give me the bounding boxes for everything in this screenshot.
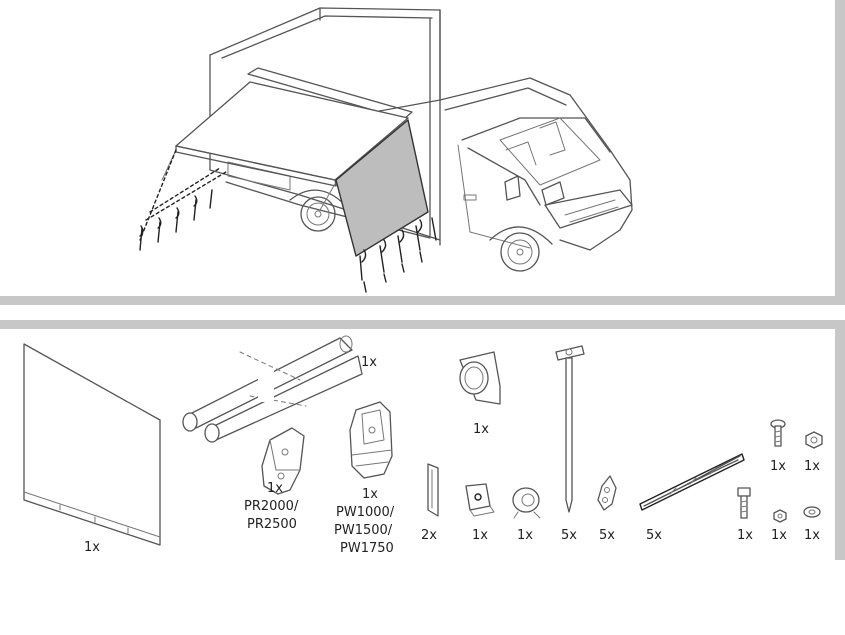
label-tensioner: 5x	[599, 528, 615, 543]
frame-parts-top	[0, 320, 845, 329]
label-peg: 5x	[561, 528, 577, 543]
part-nut-small: 1x	[771, 509, 787, 543]
part-poles: 1x	[182, 335, 377, 443]
frame-top-bottom	[0, 296, 845, 305]
guy-lines	[139, 149, 227, 251]
label-clamp: 1x	[473, 422, 489, 437]
label-bracket-pw-model-a: PW1000/	[336, 505, 395, 520]
label-bracket-pr-model-a: PR2000/	[244, 499, 299, 514]
part-strip: 2x	[421, 463, 439, 543]
part-round-knob: 1x	[512, 487, 541, 543]
part-wall-panel: 1x	[23, 343, 161, 555]
label-nut-small: 1x	[771, 528, 787, 543]
frame-top-right	[835, 0, 845, 305]
label-bracket-pw-model-c: PW1750	[340, 541, 394, 556]
label-wall-panel: 1x	[84, 540, 100, 555]
part-washer: 1x	[803, 506, 821, 543]
part-clamp: 1x	[459, 351, 501, 437]
label-bracket-pw-qty: 1x	[362, 487, 378, 502]
part-square-block: 1x	[465, 483, 495, 543]
label-strip: 2x	[421, 528, 437, 543]
part-short-screw: 1x	[770, 419, 786, 474]
label-washer: 1x	[804, 528, 820, 543]
part-nut-top: 1x	[804, 431, 823, 474]
part-peg: 5x	[555, 345, 585, 543]
label-bracket-pw-model-b: PW1500/	[334, 523, 393, 538]
label-square-block: 1x	[472, 528, 488, 543]
label-bracket-pr-qty: 1x	[267, 481, 283, 496]
part-bracket-pw: 1x PW1000/ PW1500/ PW1750	[334, 401, 395, 556]
front-wall-panel	[335, 119, 429, 257]
wall-pegs	[359, 217, 437, 293]
label-round-knob: 1x	[517, 528, 533, 543]
part-long-bolt: 1x	[737, 487, 753, 543]
label-long-bolt: 1x	[737, 528, 753, 543]
label-nut-top: 1x	[804, 459, 820, 474]
frame-parts-right	[835, 320, 845, 560]
label-short-screw: 1x	[770, 459, 786, 474]
label-bracket-pr-model-b: PR2500	[247, 517, 297, 532]
label-poles: 1x	[361, 355, 377, 370]
part-rope: 5x	[639, 453, 745, 543]
label-rope: 5x	[646, 528, 662, 543]
van-illustration	[209, 7, 633, 272]
part-bracket-pr: 1x PR2000/ PR2500	[244, 427, 305, 532]
part-tensioner: 5x	[597, 475, 617, 543]
